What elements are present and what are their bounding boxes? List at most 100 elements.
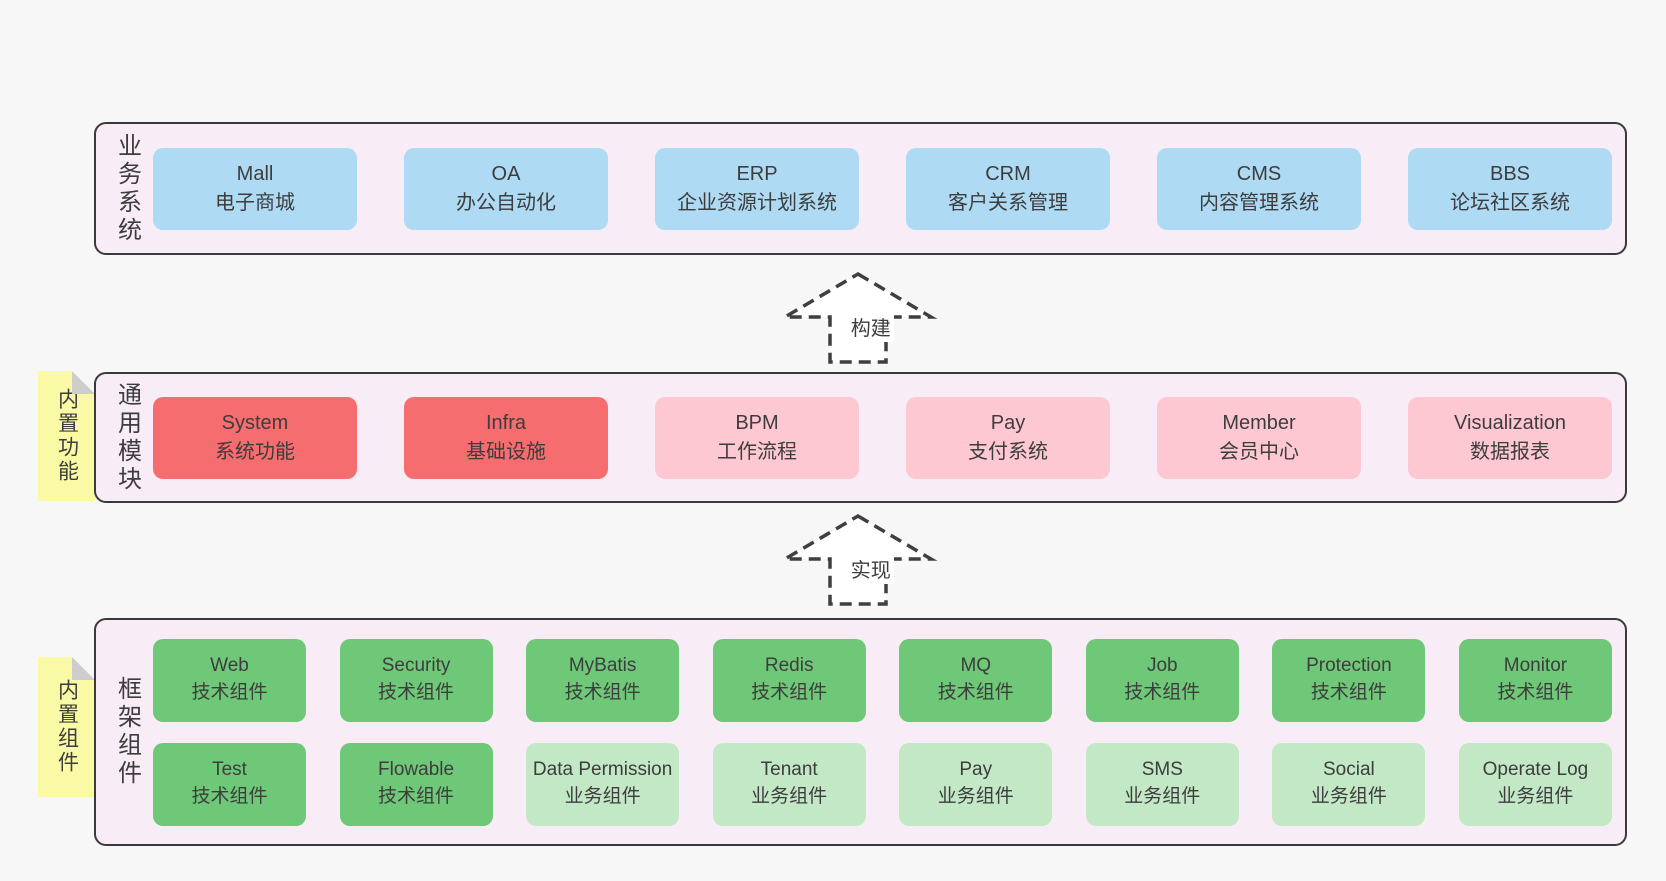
box-title: Protection: [1306, 655, 1392, 677]
box-subtitle: 基础设施: [466, 440, 546, 463]
box-title: OA: [491, 162, 521, 185]
box-protection: Protection 技术组件: [1272, 638, 1426, 722]
box-subtitle: 技术组件: [191, 786, 268, 807]
box-subtitle: 内容管理系统: [1199, 191, 1319, 214]
box-subtitle: 业务组件: [1497, 786, 1574, 807]
box-title: CRM: [985, 162, 1031, 185]
box-subtitle: 业务组件: [1310, 786, 1387, 807]
panel-common-modules: 通用模块 System 系统功能 Infra 基础设施 BPM 工作流程 Pay…: [94, 372, 1627, 503]
box-subtitle: 系统功能: [215, 440, 295, 463]
box-subtitle: 技术组件: [937, 682, 1014, 703]
box-subtitle: 业务组件: [937, 786, 1014, 807]
box-mq: MQ 技术组件: [899, 638, 1053, 722]
box-subtitle: 办公自动化: [456, 191, 556, 214]
box-security: Security 技术组件: [339, 638, 493, 722]
panel-business-systems: 业务系统 Mall 电子商城 OA 办公自动化 ERP 企业资源计划系统 CRM…: [94, 122, 1627, 255]
build-arrow-label: 构建: [847, 311, 894, 342]
box-title: Web: [210, 655, 249, 677]
box-title: SMS: [1141, 759, 1183, 781]
box-mybatis: MyBatis 技术组件: [526, 638, 680, 722]
box-title: Monitor: [1503, 655, 1568, 677]
box-subtitle: 技术组件: [751, 682, 828, 703]
box-subtitle: 业务组件: [751, 786, 828, 807]
sticky-note-builtin-features: 内置功能: [38, 371, 95, 501]
box-title: Pay: [990, 411, 1026, 434]
box-subtitle: 技术组件: [1124, 682, 1201, 703]
box-web: Web 技术组件: [153, 638, 306, 722]
box-tenant: Tenant 业务组件: [712, 742, 866, 826]
box-subtitle: 技术组件: [1497, 682, 1574, 703]
box-title: System: [221, 411, 289, 434]
box-subtitle: 企业资源计划系统: [677, 191, 837, 214]
box-erp: ERP 企业资源计划系统: [655, 147, 859, 230]
box-bpm: BPM 工作流程: [655, 396, 859, 479]
box-pay-component: Pay 业务组件: [899, 742, 1053, 826]
box-monitor: Monitor 技术组件: [1458, 638, 1612, 722]
box-infra: Infra 基础设施: [404, 396, 608, 479]
box-subtitle: 技术组件: [378, 682, 455, 703]
box-data-permission: Data Permission 业务组件: [526, 742, 680, 826]
panel-business-label: 业务系统: [113, 132, 141, 245]
box-subtitle: 论坛社区系统: [1450, 191, 1570, 214]
business-boxes: Mall 电子商城 OA 办公自动化 ERP 企业资源计划系统 CRM 客户关系…: [153, 124, 1612, 253]
box-redis: Redis 技术组件: [712, 638, 866, 722]
box-title: BBS: [1489, 162, 1531, 185]
box-subtitle: 电子商城: [215, 191, 295, 214]
panel-framework-label: 框架组件: [113, 676, 141, 788]
box-title: Infra: [485, 411, 527, 434]
box-title: Pay: [959, 759, 993, 781]
box-mall: Mall 电子商城: [153, 147, 357, 230]
box-title: Operate Log: [1482, 759, 1589, 781]
box-title: Redis: [764, 655, 814, 677]
box-title: Job: [1146, 655, 1178, 677]
box-test: Test 技术组件: [153, 742, 306, 826]
box-job: Job 技术组件: [1085, 638, 1239, 722]
box-subtitle: 技术组件: [378, 786, 455, 807]
box-subtitle: 业务组件: [1124, 786, 1201, 807]
framework-row-2: Test 技术组件 Flowable 技术组件 Data Permission …: [153, 742, 1612, 826]
box-system: System 系统功能: [153, 396, 357, 479]
box-subtitle: 工作流程: [717, 440, 797, 463]
box-subtitle: 技术组件: [1310, 682, 1387, 703]
box-sms: SMS 业务组件: [1085, 742, 1239, 826]
panel-modules-label: 通用模块: [113, 381, 141, 494]
box-flowable: Flowable 技术组件: [339, 742, 493, 826]
box-title: BPM: [735, 411, 779, 434]
box-visualization: Visualization 数据报表: [1408, 396, 1612, 479]
panel-framework-components: 框架组件 Web 技术组件 Security 技术组件 MyBatis 技术组件…: [94, 618, 1627, 846]
box-title: Visualization: [1454, 411, 1566, 434]
box-operate-log: Operate Log 业务组件: [1458, 742, 1612, 826]
box-title: Flowable: [378, 759, 455, 781]
box-title: Tenant: [760, 759, 818, 781]
box-title: Member: [1222, 411, 1296, 434]
sticky-note-text: 内置组件: [55, 679, 79, 775]
box-subtitle: 会员中心: [1219, 440, 1299, 463]
module-boxes: System 系统功能 Infra 基础设施 BPM 工作流程 Pay 支付系统…: [153, 374, 1612, 501]
box-cms: CMS 内容管理系统: [1157, 147, 1361, 230]
box-bbs: BBS 论坛社区系统: [1408, 147, 1612, 230]
box-oa: OA 办公自动化: [404, 147, 608, 230]
box-title: MyBatis: [568, 655, 637, 677]
box-title: Test: [212, 759, 247, 781]
box-subtitle: 技术组件: [564, 682, 641, 703]
box-subtitle: 数据报表: [1470, 440, 1550, 463]
box-pay-module: Pay 支付系统: [906, 396, 1110, 479]
box-title: Data Permission: [532, 759, 673, 781]
implement-arrow-label: 实现: [847, 553, 894, 584]
framework-row-1: Web 技术组件 Security 技术组件 MyBatis 技术组件 Redi…: [153, 638, 1612, 722]
box-title: CMS: [1236, 162, 1282, 185]
box-subtitle: 客户关系管理: [948, 191, 1068, 214]
implement-arrow: 实现: [778, 512, 938, 608]
box-member: Member 会员中心: [1157, 396, 1361, 479]
box-crm: CRM 客户关系管理: [906, 147, 1110, 230]
box-title: Mall: [236, 162, 274, 185]
box-title: Security: [381, 655, 451, 677]
box-social: Social 业务组件: [1272, 742, 1426, 826]
framework-boxes: Web 技术组件 Security 技术组件 MyBatis 技术组件 Redi…: [153, 620, 1612, 844]
box-subtitle: 支付系统: [968, 440, 1048, 463]
sticky-note-text: 内置功能: [55, 388, 79, 484]
box-title: ERP: [736, 162, 778, 185]
sticky-note-builtin-components: 内置组件: [38, 657, 95, 797]
box-subtitle: 技术组件: [191, 682, 268, 703]
build-arrow: 构建: [778, 270, 938, 366]
